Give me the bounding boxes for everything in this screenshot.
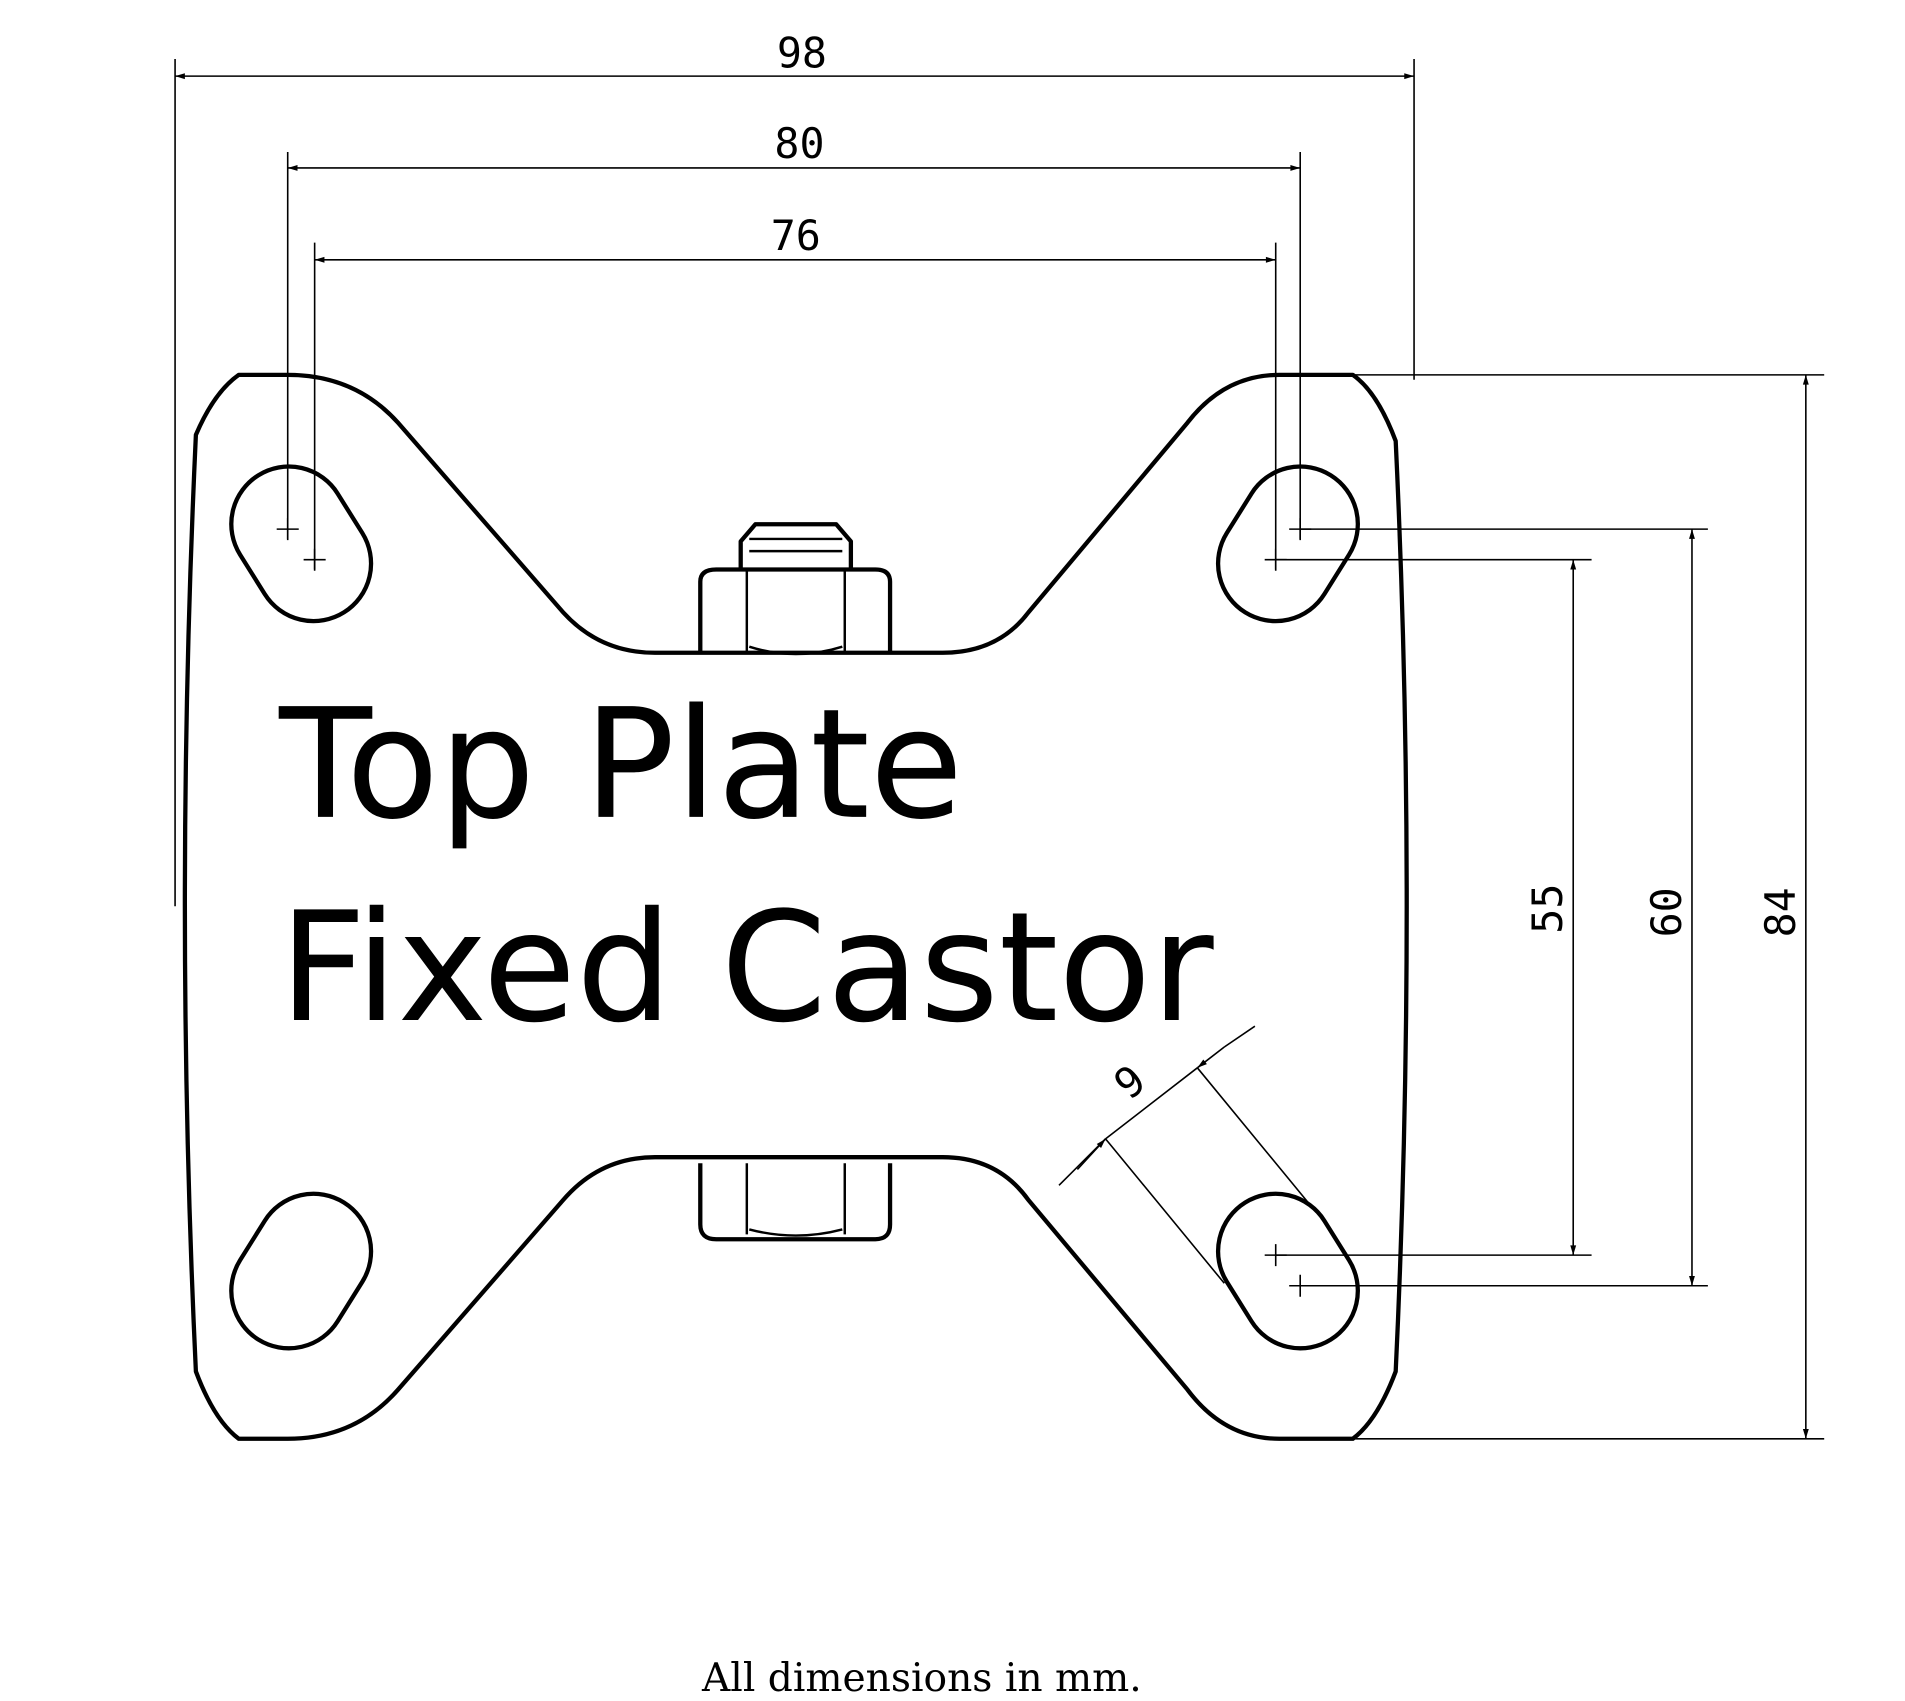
- mounting-slot-top-left: [229, 464, 374, 624]
- dimension-label-9: 9: [1105, 1055, 1155, 1109]
- dimension-60: 60: [1300, 528, 1708, 1287]
- bottom-axle-nut: [698, 1163, 893, 1242]
- dimension-label-76: 76: [771, 211, 821, 260]
- mounting-slot-bottom-left: [229, 1191, 374, 1351]
- dimension-label-98: 98: [777, 29, 827, 78]
- dimension-label-84: 84: [1756, 887, 1805, 937]
- footer-note: All dimensions in mm.: [701, 1656, 1142, 1701]
- dimension-98: 98: [174, 29, 1415, 907]
- dimension-84: 84: [1352, 374, 1825, 1440]
- mounting-slot-bottom-right: [1215, 1191, 1360, 1351]
- drawing-title-line-2: Fixed Castor: [279, 879, 1214, 1056]
- drawing-title-line-1: Top Plate: [278, 676, 963, 853]
- dimension-55: 55: [1275, 558, 1592, 1256]
- dimension-80: 80: [286, 119, 1301, 539]
- dimension-9: 9: [1058, 1025, 1317, 1284]
- dimension-label-80: 80: [774, 119, 824, 168]
- top-axle-nut: [698, 522, 893, 656]
- mounting-slot-top-right: [1215, 464, 1360, 624]
- dimension-label-55: 55: [1523, 884, 1572, 934]
- dimension-label-60: 60: [1642, 887, 1691, 937]
- dimension-76: 76: [313, 211, 1277, 570]
